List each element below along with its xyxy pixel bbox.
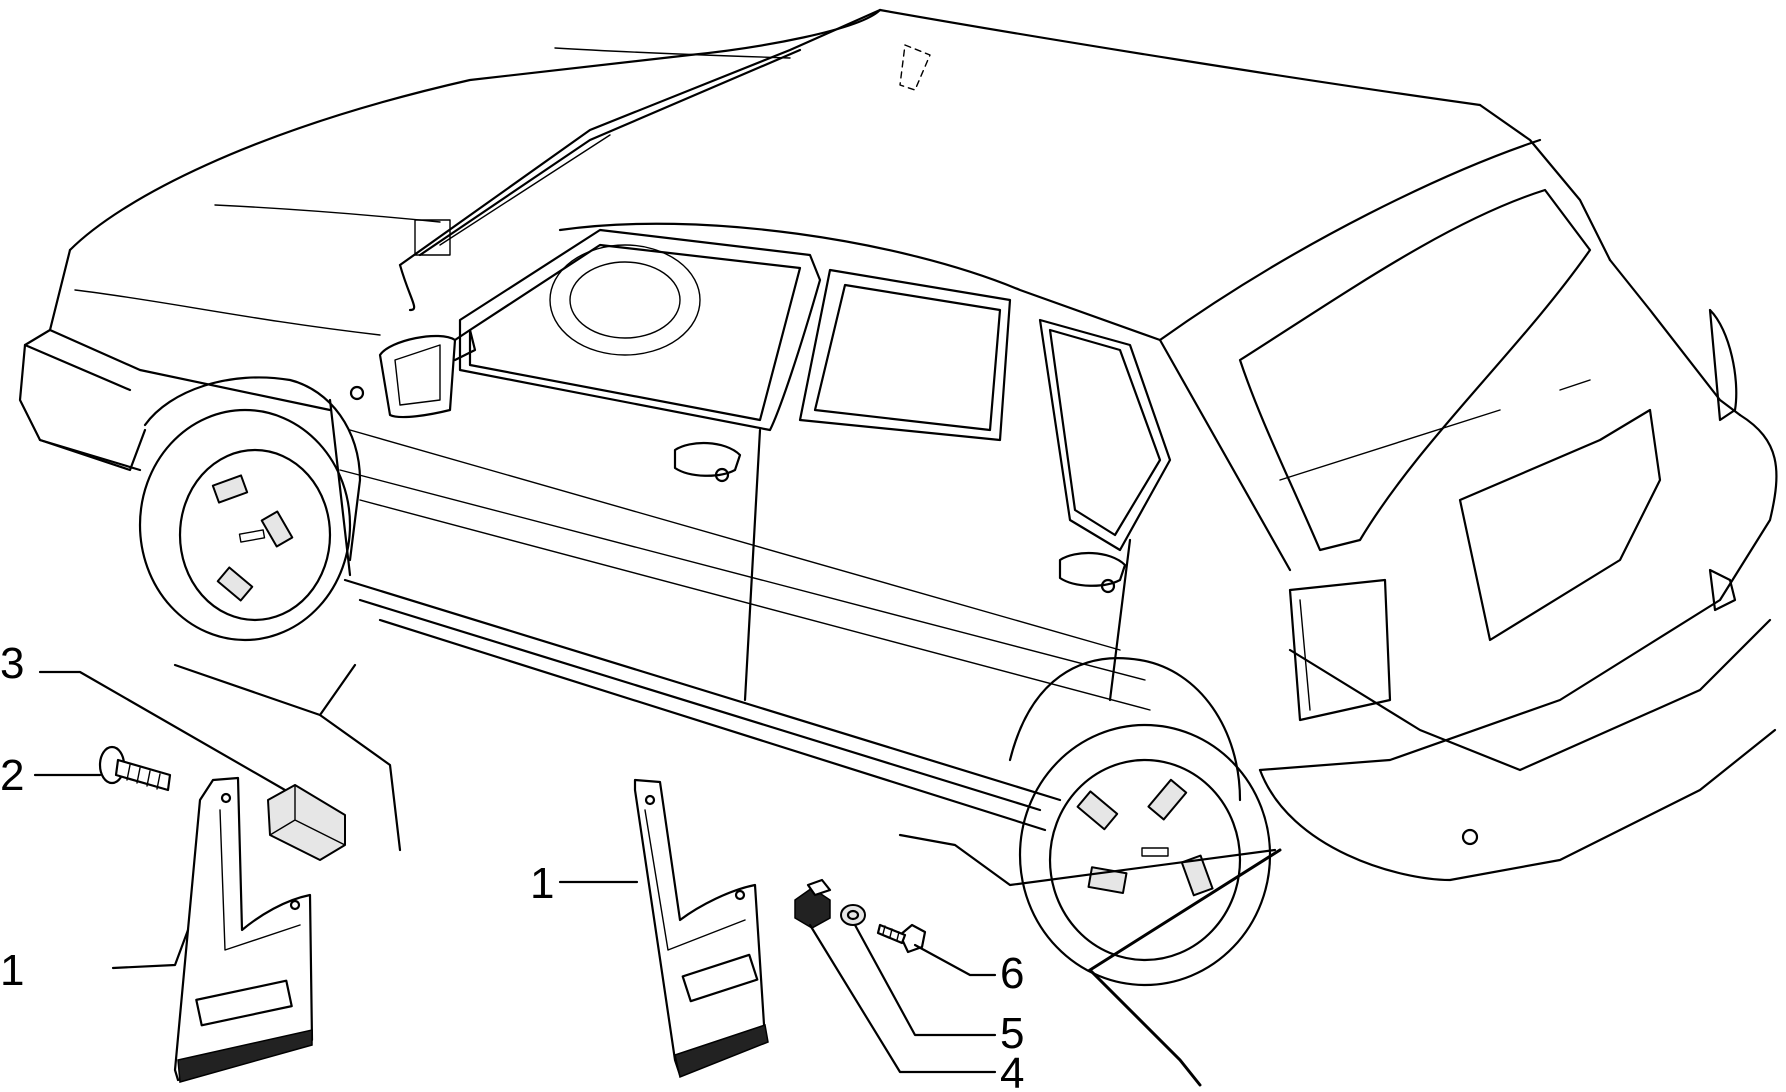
screw-2: [98, 745, 172, 792]
screw-6: [876, 923, 927, 954]
mud-flap-left: [173, 776, 314, 1083]
mud-flap-right: [633, 778, 769, 1079]
callout-labels: 1 1 2 3 4 5 6: [0, 639, 1024, 1092]
callout-6: 6: [1000, 949, 1024, 998]
leader-lines: [33, 663, 1282, 1087]
car-illustration: [18, 8, 1778, 987]
clip-3: [267, 784, 346, 861]
clip-4: [794, 878, 832, 929]
callout-1-left: 1: [0, 946, 24, 995]
front-hubcap: [211, 474, 294, 602]
callout-4: 4: [1000, 1049, 1024, 1092]
washer-5: [840, 904, 866, 926]
callout-3: 3: [0, 639, 24, 688]
callout-2: 2: [0, 751, 24, 800]
rear-hubcap: [1076, 778, 1214, 897]
callout-1-right: 1: [530, 859, 554, 908]
callout-5: 5: [1000, 1009, 1024, 1058]
